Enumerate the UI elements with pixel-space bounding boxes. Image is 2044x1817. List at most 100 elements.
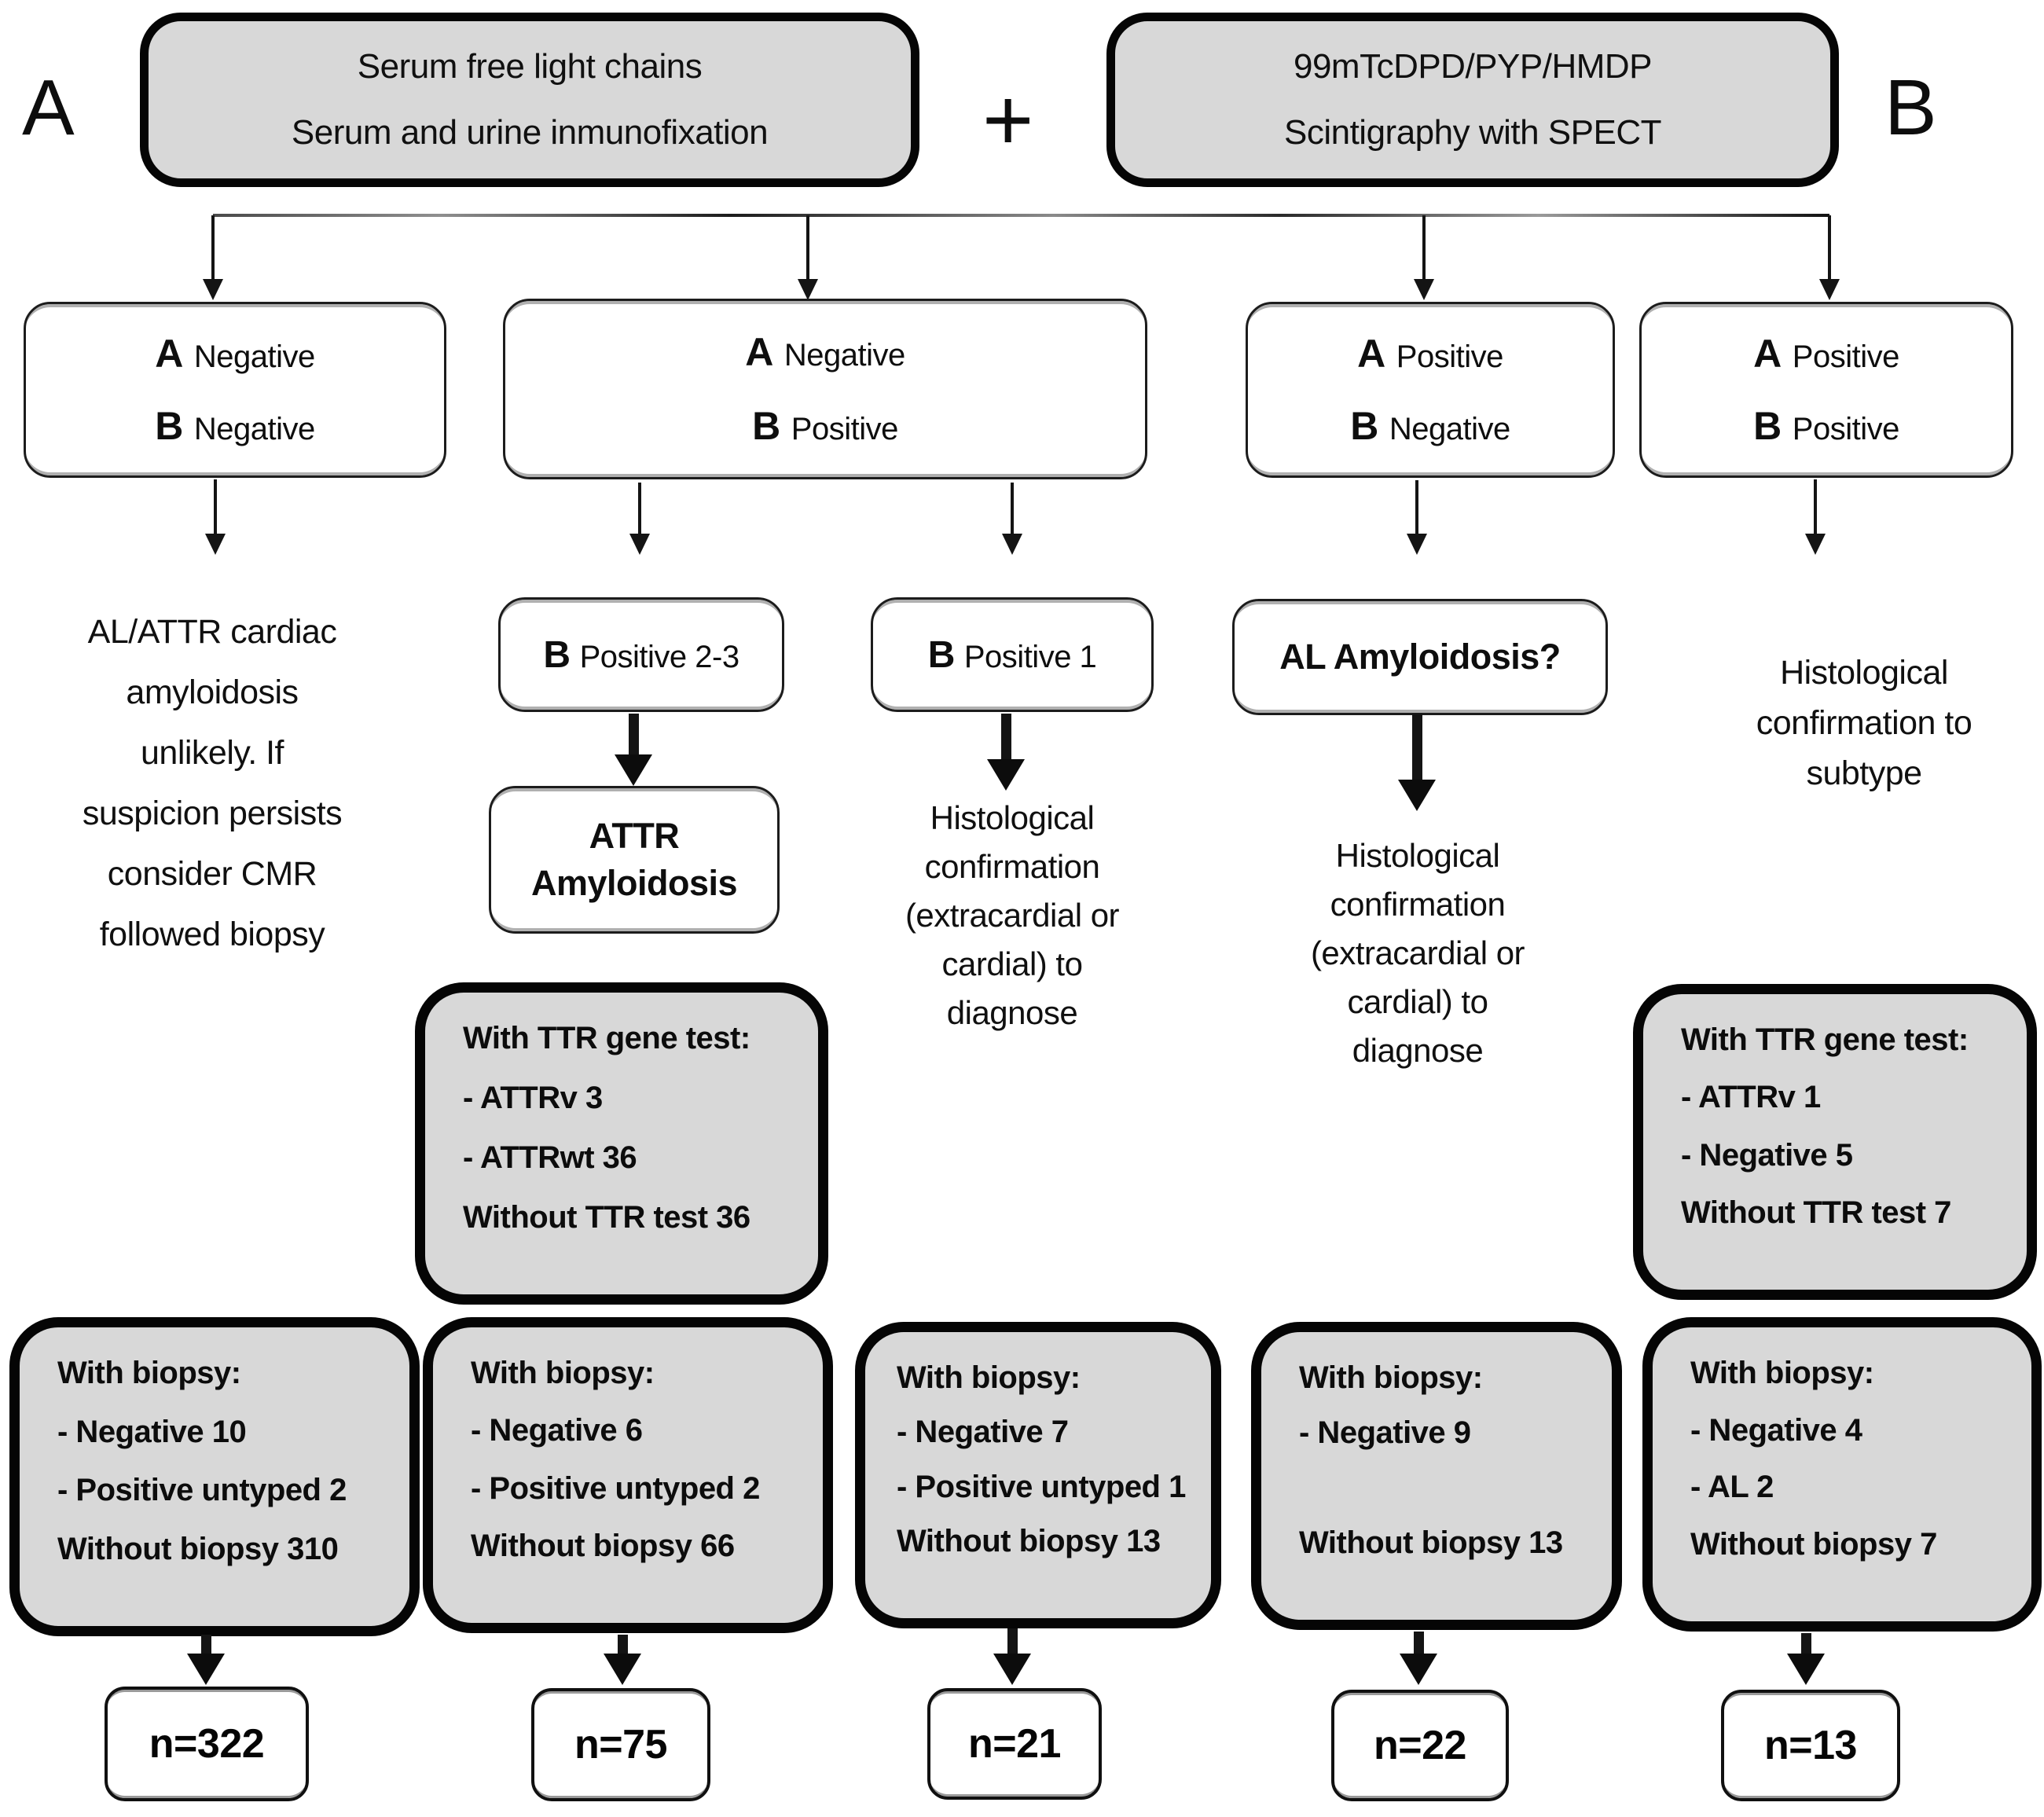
outcome-row: A Negative [745,329,905,375]
note-line: diagnose [1352,1032,1484,1069]
histo-diagnose-note-right: Histological confirmation (extracardial … [1264,831,1572,1075]
note-line: followed biopsy [99,916,325,953]
outcome-value: Positive [1396,340,1504,374]
drop-arrow-2 [798,215,818,300]
outcome-key: A [155,332,183,376]
arrow-outcome-3 [1407,480,1427,555]
note-line: diagnose [946,994,1078,1031]
biopsy-box-3: With biopsy: - Negative 7 - Positive unt… [855,1322,1221,1628]
outcome-value: Negative [783,338,905,373]
biopsy-item: - Negative 4 [1690,1412,1862,1448]
label-a: A [22,64,75,152]
value: Positive 1 [963,639,1097,674]
al-amyloidosis-question-box: AL Amyloidosis? [1232,599,1608,715]
note-line: (extracardial or [1310,934,1525,971]
total-box-4: n=22 [1331,1690,1509,1801]
attr-line-2: Amyloidosis [530,862,738,903]
note-line: suspicion persists [82,795,343,832]
ttr-test-box-subtype-content: With TTR gene test: - ATTRv 1 - Negative… [1643,994,2027,1290]
biopsy-item: - Negative 6 [471,1413,643,1448]
biopsy-footer: Without biopsy 13 [897,1523,1161,1558]
note-line: confirmation [1330,886,1506,923]
biopsy-box-1: With biopsy: - Negative 10 - Positive un… [9,1317,420,1636]
total-box-2: n=75 [531,1688,710,1801]
connector-line [213,214,1829,217]
key-b: B [543,633,571,676]
drop-arrow-3 [1414,215,1434,300]
note-line: (extracardial or [905,897,1120,934]
key-b: B [927,633,956,676]
arrow-total-1 [187,1635,225,1685]
biopsy-box-5: With biopsy: - Negative 4 - AL 2 Without… [1642,1317,2042,1632]
ttr-item: - ATTRwt 36 [463,1140,637,1175]
biopsy-title: With biopsy: [57,1356,241,1390]
histo-subtype-note: Histological confirmation to subtype [1691,648,2037,798]
biopsy-box-3-content: With biopsy: - Negative 7 - Positive unt… [865,1332,1211,1618]
biopsy-item-empty [1299,1470,1598,1508]
note-line: confirmation to [1756,704,1972,742]
outcome-key: A [745,330,773,374]
ttr-item: - Negative 5 [1681,1137,1853,1173]
arrow-outcome-2b [1002,483,1022,555]
ttr-title: With TTR gene test: [1681,1022,1969,1057]
test-a-box: Serum free light chains Serum and urine … [140,13,919,187]
arrow-total-2 [604,1635,641,1685]
ttr-test-box-subtype: With TTR gene test: - ATTRv 1 - Negative… [1633,984,2037,1300]
test-b-box: 99mTcDPD/PYP/HMDP Scintigraphy with SPEC… [1106,13,1839,187]
ttr-item: - ATTRv 3 [463,1081,603,1115]
outcome-value: Negative [193,340,315,374]
test-a-line-1: Serum free light chains [357,47,703,86]
drop-arrow-4 [1819,215,1840,300]
biopsy-item: - AL 2 [1690,1470,1774,1505]
test-b-line-1: 99mTcDPD/PYP/HMDP [1293,47,1653,86]
biopsy-box-5-content: With biopsy: - Negative 4 - AL 2 Without… [1653,1327,2031,1621]
biopsy-title: With biopsy: [1299,1360,1483,1395]
histo-diagnose-note-left: Histological confirmation (extracardial … [858,794,1166,1037]
biopsy-footer: Without biopsy 7 [1690,1526,1937,1562]
biopsy-box-4: With biopsy: - Negative 9 Without biopsy… [1251,1322,1622,1630]
outcome-key: A [1357,332,1385,376]
ttr-item: - ATTRv 1 [1681,1080,1821,1115]
outcome-value: Negative [1389,412,1510,446]
note-line: amyloidosis [126,674,299,711]
total-box-5: n=13 [1721,1690,1900,1801]
arrow-total-5 [1787,1633,1825,1685]
attr-amyloidosis-box: ATTR Amyloidosis [489,786,780,934]
note-line: Histological [1335,837,1500,874]
outcome-row: A Positive [1357,331,1503,376]
note-line: confirmation [924,848,1100,885]
biopsy-box-4-content: With biopsy: - Negative 9 Without biopsy… [1261,1332,1612,1620]
arrow-total-3 [993,1628,1031,1685]
arrow-outcome-1 [205,479,226,555]
arrow-outcome-2a [629,483,650,555]
arrow-total-4 [1400,1632,1437,1685]
total-box-3: n=21 [927,1688,1102,1800]
biopsy-title: With biopsy: [471,1356,655,1390]
biopsy-title: With biopsy: [897,1360,1081,1395]
note-amyloidosis-unlikely: AL/ATTR cardiac amyloidosis unlikely. If… [35,602,389,965]
al-amyloidosis-question-label: AL Amyloidosis? [1279,637,1561,677]
arrow-al-to-histo [1398,714,1436,811]
outcome-value: Positive [791,412,899,446]
biopsy-title: With biopsy: [1690,1356,1874,1390]
test-a-line-2: Serum and urine inmunofixation [291,112,769,152]
total-box-1: n=322 [105,1687,309,1801]
note-line: cardial) to [1347,983,1488,1020]
note-line: unlikely. If [141,734,284,772]
label-b: B [1884,64,1937,152]
note-line: AL/ATTR cardiac [87,613,337,651]
note-line: subtype [1806,754,1922,792]
biopsy-item: - Positive untyped 1 [897,1469,1186,1504]
note-line: Histological [930,799,1095,836]
biopsy-item: - Positive untyped 2 [471,1470,760,1506]
biopsy-box-2: With biopsy: - Negative 6 - Positive unt… [423,1317,833,1633]
